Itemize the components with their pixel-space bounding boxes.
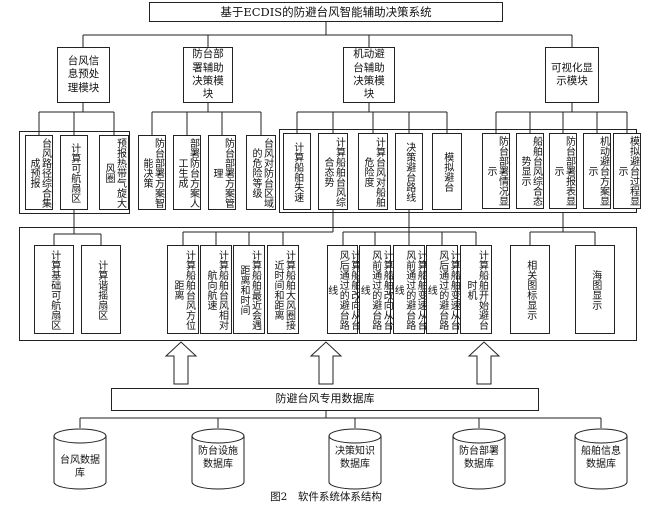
database-cylinder-1 — [53, 428, 107, 490]
relative-course-speed: 计算船舶台风相对航向航速 — [200, 245, 232, 334]
closest-approach: 计算船舶最近会遇距离和时间 — [233, 245, 265, 334]
gale-circle-approach: 计算船舶大风圈接近时间和距离 — [267, 245, 299, 334]
typhoon-track-forecast: 台风路径综合集成预报 — [25, 135, 53, 210]
danger-level: 台风对防台区域的危险等级 — [246, 135, 276, 210]
module-visual: 可视化显示模块 — [545, 47, 599, 103]
route-change-speed-ahead: 计算船舶变速从台风前通过的避台路线 — [392, 245, 426, 334]
database-label-5: 船舶信息数据库 — [581, 446, 621, 470]
ship-speed-loss: 计算船舶失速 — [283, 133, 311, 210]
route-change-speed-behind: 计算船舶变速从台风后通过的避台路线 — [425, 245, 459, 334]
database-cylinder-3 — [328, 428, 382, 490]
deploy-plan-manual: 部署防台方案人工生成 — [173, 135, 201, 210]
preprocess-group-frame — [19, 131, 130, 214]
module-preprocess: 台风信息预处理模块 — [57, 47, 110, 103]
system-title: 基于ECDIS的防避台风智能辅助决策系统 — [149, 2, 503, 22]
deploy-status-display: 防台部署情况显示 — [482, 133, 510, 209]
avoidance-simulation: 模拟避台 — [432, 133, 462, 210]
figure-caption: 图2 软件系统体系结构 — [270, 491, 382, 503]
navigable-sector: 计算可航扇区 — [60, 135, 88, 210]
simulation-process-display: 模拟避台过程显示 — [613, 133, 641, 209]
icon-display: 相关图标显示 — [510, 245, 550, 334]
route-alter-course-behind: 计算船舶改向从台风后通过的避台路线 — [326, 245, 360, 334]
avoidance-route-decision: 决策避台路线 — [395, 133, 423, 210]
situation-display: 船舶台风综合态势显示 — [516, 133, 544, 209]
maneuver-plan-display: 机动避台方案显示 — [583, 133, 611, 209]
deploy-plan-management: 防台部署方案管理 — [208, 135, 236, 210]
database-cylinder-4 — [452, 428, 506, 490]
upward-arrow-center — [309, 341, 343, 385]
basic-navigable-sector: 计算基础可航扇区 — [34, 245, 74, 334]
database-label-4: 防台部署数据库 — [459, 446, 499, 470]
upward-arrow-left — [164, 341, 198, 385]
upward-arrow-right — [467, 341, 501, 385]
bearing-distance: 计算船舶台风方位距离 — [167, 245, 199, 334]
report-display: 防台部署报表显示 — [549, 133, 577, 209]
database-cylinder-5 — [574, 428, 628, 490]
deploy-plan-decision: 防台部署方案智能决策 — [138, 135, 166, 210]
module-maneuver: 机动避台辅助决策模块 — [343, 47, 395, 103]
database-label-1: 台风数据库 — [60, 455, 100, 479]
harmonic-rolling-sector: 计算谐摇扇区 — [81, 245, 121, 334]
database-label-3: 决策知识数据库 — [335, 446, 375, 470]
ship-typhoon-situation: 计算船舶台风综合态势 — [318, 133, 348, 210]
avoidance-timing: 计算船舶开始避台时机 — [460, 245, 492, 334]
typhoon-danger-degree: 计算台风对船舶危险度 — [358, 133, 388, 210]
database-label-2: 防台设施数据库 — [198, 446, 238, 470]
module-deploy: 防台部署辅助决策模块 — [183, 47, 233, 103]
chart-display: 海图显示 — [575, 245, 615, 334]
gale-circle-forecast: 预报热带气旋大风圈 — [99, 135, 129, 210]
special-database: 防避台风专用数据库 — [111, 388, 539, 411]
lower-group-frame — [19, 227, 637, 341]
database-cylinder-2 — [191, 428, 245, 490]
route-alter-course-ahead: 计算船舶改向从台风前通过的避台路线 — [358, 245, 392, 334]
